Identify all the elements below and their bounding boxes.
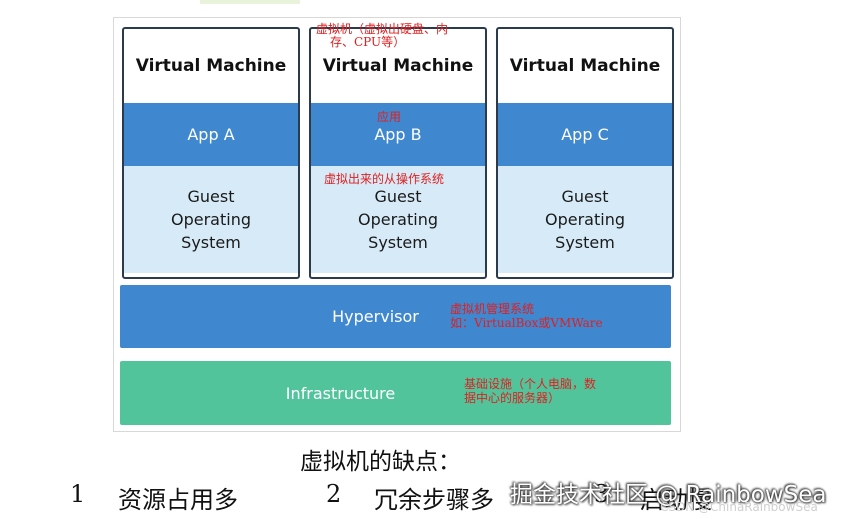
- annotation-hypervisor-line1: 虚拟机管理系统: [450, 302, 535, 316]
- annotation-infra-line1: 基础设施（个人电脑，数: [464, 377, 597, 391]
- app-c-layer: App C: [498, 103, 672, 166]
- guest-os-layer: Guest Operating System: [498, 166, 672, 273]
- guest-os-layer: Guest Operating System: [311, 166, 485, 273]
- guest-os-line: Guest: [561, 187, 609, 206]
- guest-os-line: System: [368, 233, 428, 252]
- annotation-hypervisor-line2: 如：VirtualBox或VMWare: [450, 316, 603, 330]
- annotation-infra-line2: 据中心的服务器）: [464, 391, 561, 405]
- vm-box-c: Virtual Machine App C Guest Operating Sy…: [496, 27, 674, 279]
- drawback-text: 资源占用多: [118, 486, 238, 514]
- guest-os-line: Operating: [358, 210, 438, 229]
- drawback-number: 1: [70, 480, 86, 508]
- vm-title: Virtual Machine: [135, 56, 287, 76]
- drawback-text: 启动慢: [640, 486, 712, 514]
- infrastructure-label: Infrastructure: [285, 383, 396, 403]
- hypervisor-layer: Hypervisor: [120, 285, 671, 348]
- guest-os-line: Guest: [374, 187, 422, 206]
- top-strip: [200, 0, 300, 4]
- guest-os-line: Guest: [187, 187, 235, 206]
- annotation-vm-line1: 虚拟机（虚拟出硬盘、内: [316, 22, 449, 36]
- guest-os-line: System: [555, 233, 615, 252]
- annotation-guest-os: 虚拟出来的从操作系统: [324, 172, 445, 186]
- infrastructure-layer: Infrastructure: [120, 361, 671, 425]
- guest-os-layer: Guest Operating System: [124, 166, 298, 273]
- app-a-layer: App A: [124, 103, 298, 166]
- annotation-app: 应用: [377, 110, 402, 124]
- vm-title: Virtual Machine: [322, 56, 474, 76]
- drawback-number: 3: [594, 480, 610, 508]
- annotation-vm-line2: 存、CPU等）: [330, 35, 406, 49]
- guest-os-line: System: [181, 233, 241, 252]
- app-b-layer: App B: [311, 103, 485, 166]
- watermark-small: CSDN @ChinaRainbowSea: [660, 500, 818, 514]
- vm-box-b: Virtual Machine App B Guest Operating Sy…: [309, 27, 487, 279]
- caption: 虚拟机的缺点：: [300, 449, 461, 475]
- guest-os-line: Operating: [171, 210, 251, 229]
- vm-box-a: Virtual Machine App A Guest Operating Sy…: [122, 27, 300, 279]
- hypervisor-label: Hypervisor: [332, 307, 419, 326]
- vm-title: Virtual Machine: [509, 56, 661, 76]
- drawback-text: 冗余步骤多: [374, 486, 494, 514]
- guest-os-line: Operating: [545, 210, 625, 229]
- watermark: 掘金技术社区 @ RainbowSea: [510, 482, 827, 508]
- drawback-number: 2: [326, 480, 342, 508]
